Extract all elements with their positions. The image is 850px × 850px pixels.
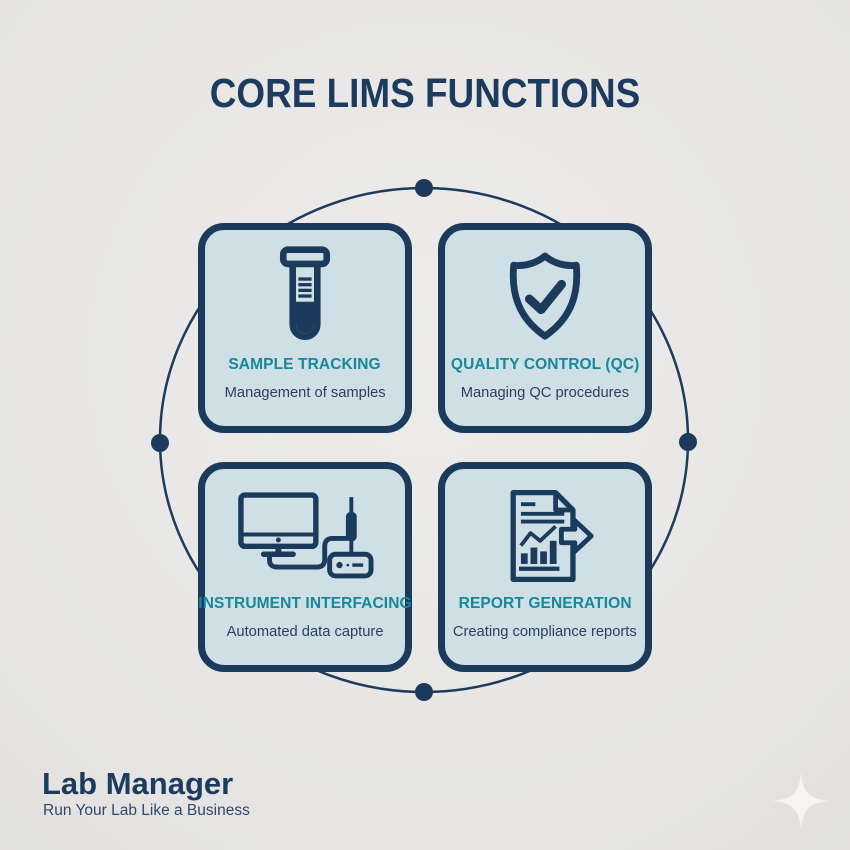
orbit-dot-bottom	[415, 683, 433, 701]
brand-tagline: Run Your Lab Like a Business	[43, 802, 250, 819]
card-title: QUALITY CONTROL (QC)	[450, 356, 640, 373]
test-tube-icon	[267, 238, 343, 356]
orbit-dot-right	[679, 433, 697, 451]
card-subtitle: Managing QC procedures	[460, 384, 630, 401]
card-instrument-interfacing: INSTRUMENT INTERFACING Automated data ca…	[198, 462, 412, 672]
card-title: REPORT GENERATION	[458, 595, 632, 612]
card-title: INSTRUMENT INTERFACING	[198, 595, 412, 612]
card-quality-control: QUALITY CONTROL (QC) Managing QC procedu…	[438, 223, 652, 433]
shield-check-icon	[501, 238, 589, 356]
card-sample-tracking: SAMPLE TRACKING Management of samples	[198, 223, 412, 433]
card-report-generation: REPORT GENERATION Creating compliance re…	[438, 462, 652, 672]
orbit-dot-left	[151, 434, 169, 452]
instrument-interface-icon	[236, 477, 374, 595]
report-document-icon	[492, 477, 598, 595]
card-subtitle: Creating compliance reports	[453, 623, 637, 640]
page-title: CORE LIMS FUNCTIONS	[209, 70, 641, 116]
orbit-dot-top	[415, 179, 433, 197]
card-subtitle: Automated data capture	[226, 623, 384, 640]
card-title: SAMPLE TRACKING	[228, 356, 382, 373]
card-subtitle: Management of samples	[224, 384, 386, 401]
sparkle-icon	[772, 772, 830, 830]
brand-logo-text: Lab Manager	[42, 766, 234, 801]
